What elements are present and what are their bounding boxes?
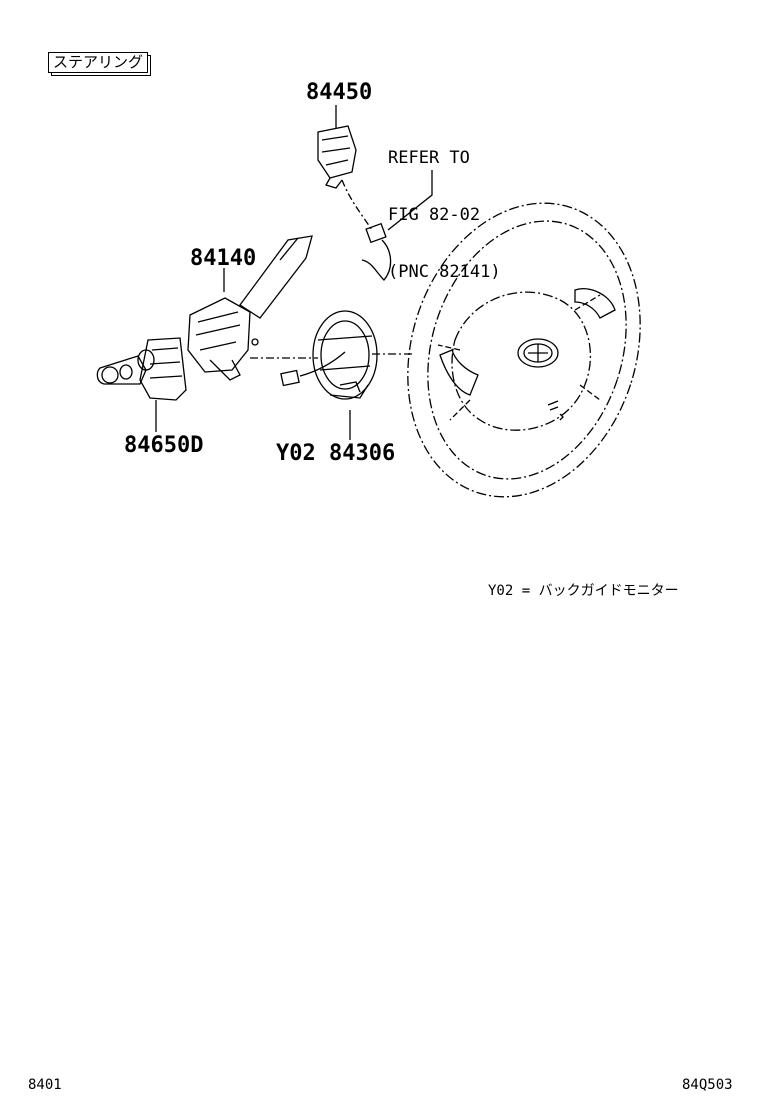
section-title-box: ステアリング: [48, 52, 149, 73]
code-legend: Y02 = バックガイドモニター: [488, 583, 679, 599]
part-84650d-drawing: [96, 337, 187, 432]
part-label-84450: 84450: [306, 80, 373, 105]
footer-left-code: 8401: [28, 1077, 62, 1093]
part-84450-drawing: [317, 105, 433, 281]
section-title: ステアリング: [53, 53, 144, 71]
steering-wheel: [407, 202, 641, 498]
part-label-84306: Y02 84306: [276, 441, 396, 466]
refer-note-line1: REFER TO: [388, 148, 470, 168]
part-label-84650d: 84650D: [124, 433, 204, 458]
footer-right-code: 84Q503: [682, 1077, 733, 1093]
refer-note-line3: (PNC 82141): [388, 262, 501, 282]
part-84306-drawing: [280, 310, 378, 440]
part-84140-drawing: [187, 235, 313, 381]
refer-note: REFER TO FIG 82-02 (PNC 82141): [388, 111, 501, 301]
refer-note-line2: FIG 82-02: [388, 205, 481, 225]
part-label-84140: 84140: [190, 246, 257, 271]
